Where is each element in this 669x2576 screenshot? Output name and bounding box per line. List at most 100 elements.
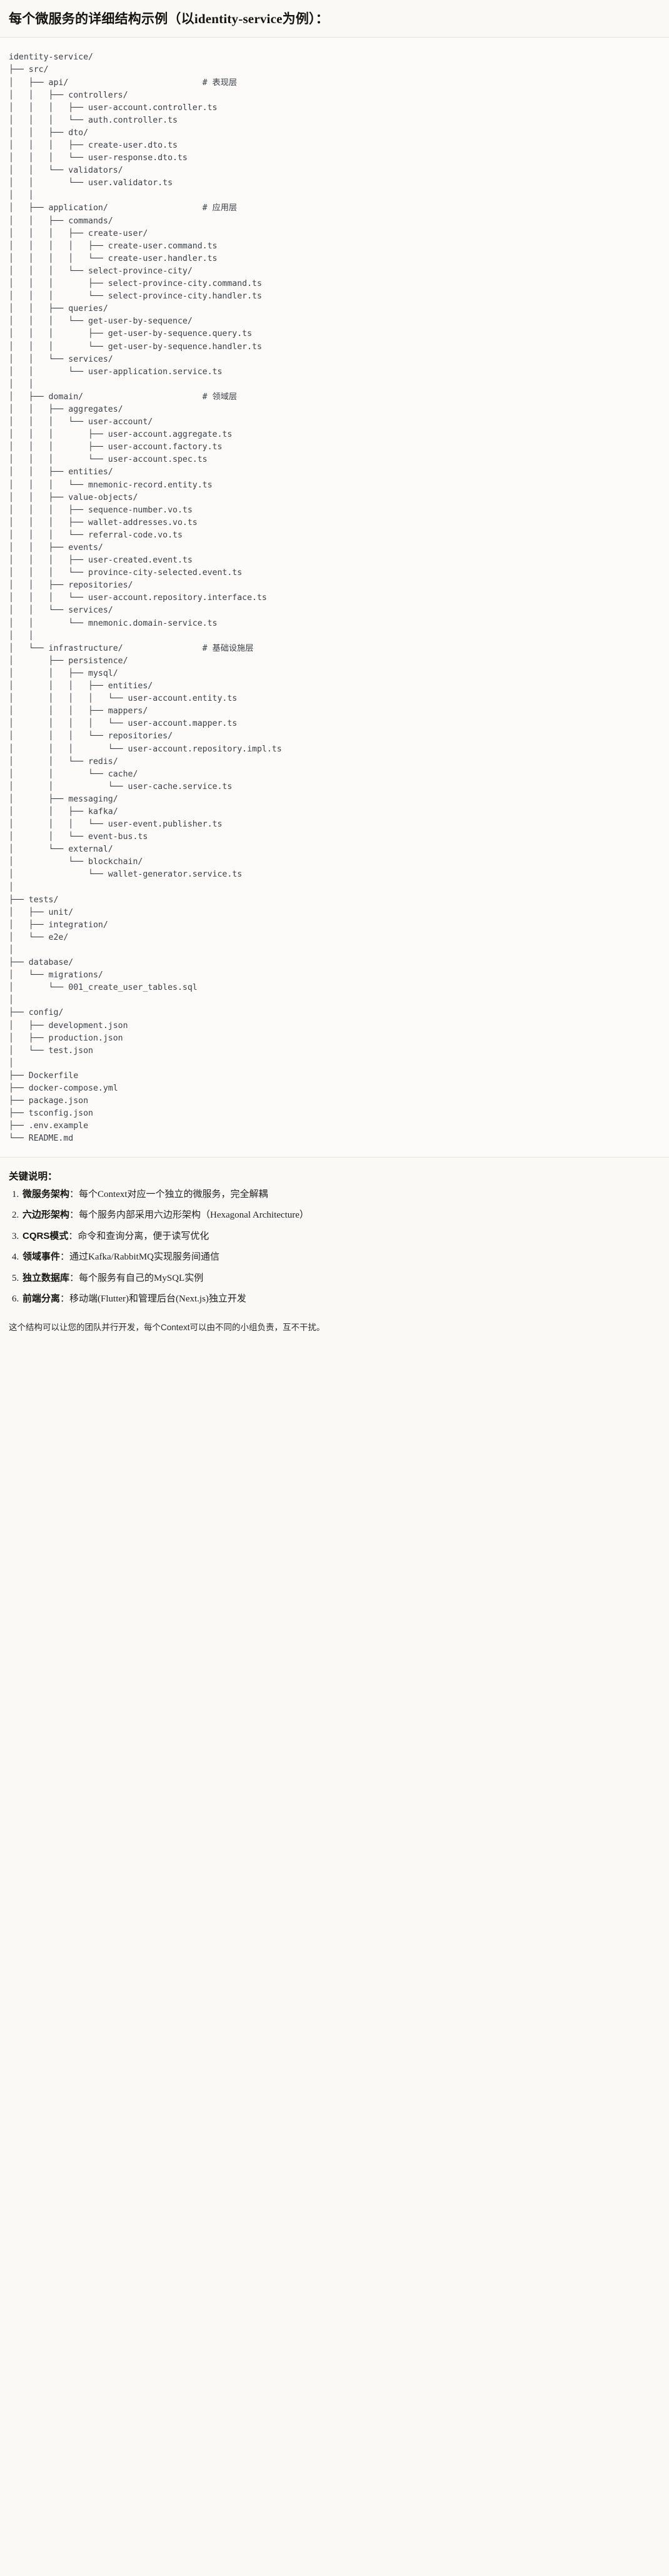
tree-line: │ │ ├── aggregates/ bbox=[9, 404, 123, 414]
tree-line: │ │ │ ├── get-user-by-sequence.query.ts bbox=[9, 329, 253, 339]
tree-line: │ │ └── event-bus.ts bbox=[9, 832, 148, 842]
keypoint-item: CQRS模式：命令和查询分离，便于读写优化 bbox=[21, 1229, 660, 1244]
keypoint-description: 每个Context对应一个独立的微服务，完全解耦 bbox=[79, 1189, 268, 1199]
tree-line: │ └── wallet-generator.service.ts bbox=[9, 870, 243, 880]
tree-line: │ │ ├── repositories/ bbox=[9, 581, 133, 591]
tree-line: │ │ └── validators/ bbox=[9, 166, 123, 176]
tree-line: │ │ bbox=[9, 379, 34, 389]
tree-line: │ │ │ └── province-city-selected.event.t… bbox=[9, 568, 243, 578]
tree-line: │ ├── messaging/ bbox=[9, 794, 118, 804]
directory-tree-block: identity-service/ ├── src/ │ ├── api/ # 表现… bbox=[0, 38, 669, 1157]
keypoint-description: 每个服务内部采用六边形架构（Hexagonal Architecture） bbox=[79, 1210, 309, 1220]
tree-line: │ ├── production.json bbox=[9, 1033, 123, 1043]
tree-line: │ │ │ └── referral-code.vo.ts bbox=[9, 530, 183, 540]
tree-line: ├── src/ bbox=[9, 65, 49, 75]
keypoint-term: 前端分离 bbox=[23, 1293, 61, 1304]
tree-line: │ │ └── services/ bbox=[9, 354, 113, 364]
content-divider bbox=[0, 1156, 669, 1158]
tree-line: │ └── test.json bbox=[9, 1046, 93, 1056]
keypoint-separator: ： bbox=[69, 1210, 79, 1220]
tree-line: │ │ │ ├── sequence-number.vo.ts bbox=[9, 505, 193, 515]
keypoint-item: 微服务架构：每个Context对应一个独立的微服务，完全解耦 bbox=[21, 1188, 660, 1202]
tree-line: │ ├── integration/ bbox=[9, 920, 108, 930]
keypoint-description: 每个服务有自己的MySQL实例 bbox=[79, 1273, 204, 1283]
keypoint-item: 独立数据库：每个服务有自己的MySQL实例 bbox=[21, 1271, 660, 1286]
page-title-mono: identity-service bbox=[194, 11, 283, 26]
keypoint-term: 领域事件 bbox=[23, 1251, 61, 1262]
tree-line: │ ├── development.json bbox=[9, 1021, 128, 1031]
tree-line: │ bbox=[9, 995, 14, 1005]
keypoint-term: 微服务架构 bbox=[23, 1188, 70, 1199]
tree-line: │ │ └── mnemonic.domain-service.ts bbox=[9, 618, 218, 628]
keypoint-item: 领域事件：通过Kafka/RabbitMQ实现服务间通信 bbox=[21, 1250, 660, 1265]
tree-line: ├── docker-compose.yml bbox=[9, 1084, 118, 1094]
keypoint-separator: ： bbox=[69, 1273, 79, 1283]
tree-line: │ │ ├── value-objects/ bbox=[9, 492, 138, 502]
keypoint-item: 前端分离：移动端(Flutter)和管理后台(Next.js)独立开发 bbox=[21, 1292, 660, 1306]
tree-line: │ └── infrastructure/ # 基础设施层 bbox=[9, 643, 254, 653]
tree-line: │ │ ├── entities/ bbox=[9, 467, 113, 477]
keypoint-description: 通过Kafka/RabbitMQ实现服务间通信 bbox=[69, 1252, 220, 1262]
tree-line: ├── database/ bbox=[9, 958, 74, 968]
tree-line: │ ├── persistence/ bbox=[9, 656, 128, 666]
tree-line: │ bbox=[9, 1058, 14, 1068]
title-divider bbox=[0, 37, 669, 38]
keypoint-term: 独立数据库 bbox=[23, 1272, 70, 1283]
keypoint-term: CQRS模式 bbox=[23, 1230, 69, 1241]
tree-line: │ │ ├── commands/ bbox=[9, 216, 113, 226]
tree-line: │ │ │ ├── user-account.factory.ts bbox=[9, 442, 223, 452]
tree-line: │ │ │ └── user-account.repository.impl.t… bbox=[9, 744, 282, 754]
tree-line: │ │ └── cache/ bbox=[9, 769, 138, 779]
keypoint-description: 命令和查询分离，便于读写优化 bbox=[78, 1231, 209, 1241]
tree-line: ├── Dockerfile bbox=[9, 1071, 79, 1081]
tree-line: │ bbox=[9, 945, 14, 955]
tree-line: │ │ │ └── user-response.dto.ts bbox=[9, 153, 188, 163]
tree-line: │ │ │ ├── user-account.controller.ts bbox=[9, 103, 218, 113]
tree-line: │ │ │ ├── create-user.dto.ts bbox=[9, 141, 178, 150]
tree-line: │ │ ├── dto/ bbox=[9, 128, 89, 138]
tree-line: │ ├── api/ # 表现层 bbox=[9, 78, 238, 88]
tree-line: │ │ │ └── get-user-by-sequence.handler.t… bbox=[9, 342, 262, 352]
tree-line: │ │ │ └── get-user-by-sequence/ bbox=[9, 317, 193, 327]
tree-line: │ ├── unit/ bbox=[9, 907, 74, 917]
tree-line: │ │ bbox=[9, 631, 34, 641]
tree-line: │ │ │ └── user-account/ bbox=[9, 417, 153, 427]
keypoint-separator: ： bbox=[69, 1189, 79, 1199]
tree-line: │ │ │ └── auth.controller.ts bbox=[9, 115, 178, 125]
tree-line: │ │ │ ├── user-account.aggregate.ts bbox=[9, 430, 233, 440]
tree-line: │ │ ├── controllers/ bbox=[9, 90, 128, 100]
tree-line: identity-service/ bbox=[9, 53, 93, 63]
keypoint-term: 六边形架构 bbox=[23, 1209, 70, 1220]
tree-line: │ │ │ ├── user-created.event.ts bbox=[9, 556, 193, 566]
tree-line: │ │ └── user-cache.service.ts bbox=[9, 781, 233, 792]
tree-line: │ │ │ │ └── user-account.entity.ts bbox=[9, 694, 238, 704]
tree-line: │ ├── application/ # 应用层 bbox=[9, 203, 238, 213]
tree-line: │ │ │ ├── create-user/ bbox=[9, 228, 148, 238]
tree-line: │ │ └── redis/ bbox=[9, 756, 118, 766]
keypoint-separator: ： bbox=[60, 1294, 70, 1304]
tree-line: │ └── e2e/ bbox=[9, 932, 69, 942]
keypoint-description: 移动端(Flutter)和管理后台(Next.js)独立开发 bbox=[69, 1294, 246, 1304]
tree-line: │ │ │ └── select-province-city.handler.t… bbox=[9, 292, 262, 302]
tree-line: └── README.md bbox=[9, 1134, 74, 1144]
tree-line: │ │ ├── kafka/ bbox=[9, 807, 118, 817]
tree-line: │ │ ├── mysql/ bbox=[9, 668, 118, 678]
keypoints-heading: 关键说明： bbox=[9, 1171, 58, 1182]
tree-line: │ │ │ ├── entities/ bbox=[9, 681, 153, 691]
tree-line: ├── package.json bbox=[9, 1096, 89, 1106]
page-title-suffix: 为例）： bbox=[282, 12, 329, 26]
tree-line: ├── config/ bbox=[9, 1008, 64, 1018]
keypoint-separator: ： bbox=[60, 1252, 70, 1262]
tree-line: │ bbox=[9, 882, 14, 892]
tree-line: │ │ │ │ └── user-account.mapper.ts bbox=[9, 719, 238, 729]
tree-line: │ │ │ ├── select-province-city.command.t… bbox=[9, 279, 262, 289]
tree-line: │ └── blockchain/ bbox=[9, 857, 143, 867]
tree-line: │ │ │ │ ├── create-user.command.ts bbox=[9, 241, 218, 251]
tree-line: ├── .env.example bbox=[9, 1121, 89, 1131]
tree-line: │ │ bbox=[9, 191, 34, 201]
keypoint-item: 六边形架构：每个服务内部采用六边形架构（Hexagonal Architectu… bbox=[21, 1208, 660, 1223]
tree-line: │ │ │ └── repositories/ bbox=[9, 731, 173, 741]
tree-line: │ │ ├── queries/ bbox=[9, 304, 108, 314]
tree-line: │ │ │ ├── wallet-addresses.vo.ts bbox=[9, 517, 198, 527]
page-title: 每个微服务的详细结构示例（以identity-service为例）： bbox=[0, 0, 669, 37]
